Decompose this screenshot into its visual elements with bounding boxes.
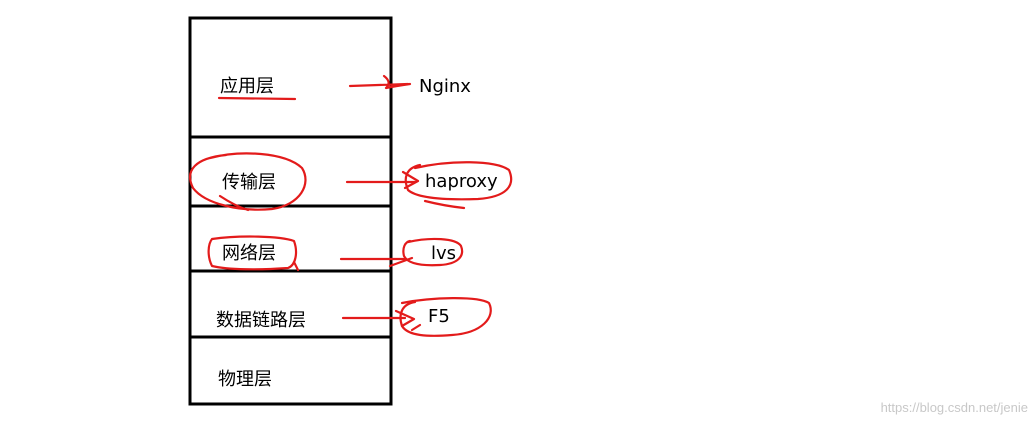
circle-transport [188,152,307,212]
layer-label-application: 应用层 [220,76,274,97]
watermark: https://blog.csdn.net/jenie [880,400,1028,415]
arrow-network [339,256,414,268]
layer-label-transport: 传输层 [222,172,276,193]
layer-stack-frame [188,16,393,406]
layer-label-network: 网络层 [222,243,276,264]
product-label-f5: F5 [428,306,450,327]
handwritten-annotations [188,74,513,337]
layer-label-datalink: 数据链路层 [216,310,306,331]
product-label-nginx: Nginx [419,76,471,97]
product-label-lvs: lvs [431,243,456,264]
arrow-datalink [341,309,416,328]
arrow-transport [345,170,420,190]
circle-f5 [399,297,492,337]
circle-lvs [402,237,464,267]
circle-haproxy [404,161,513,210]
arrow-application [348,74,412,90]
underline-application [217,96,297,101]
box-network [207,235,300,272]
product-label-haproxy: haproxy [425,171,498,192]
layer-label-physical: 物理层 [218,369,272,390]
